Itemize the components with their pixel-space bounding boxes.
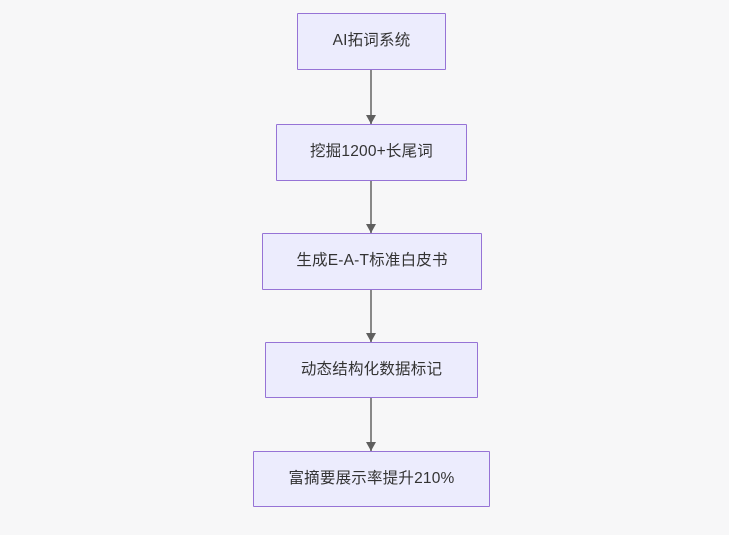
edge-line	[370, 290, 372, 342]
arrowhead-icon	[366, 115, 376, 124]
arrowhead-icon	[366, 442, 376, 451]
flowchart-node-mine-longtail-keywords[interactable]: 挖掘1200+长尾词	[276, 124, 467, 181]
arrowhead-icon	[366, 333, 376, 342]
flowchart-node-dynamic-structured-data-markup[interactable]: 动态结构化数据标记	[265, 342, 478, 398]
flowchart-node-ai-keyword-system[interactable]: AI拓词系统	[297, 13, 446, 70]
flowchart-node-rich-snippet-uplift[interactable]: 富摘要展示率提升210%	[253, 451, 490, 507]
edge-line	[370, 181, 372, 233]
edge-line	[370, 398, 372, 451]
arrowhead-icon	[366, 224, 376, 233]
flowchart-node-generate-eat-whitepaper[interactable]: 生成E-A-T标准白皮书	[262, 233, 482, 290]
edge-line	[370, 70, 372, 124]
